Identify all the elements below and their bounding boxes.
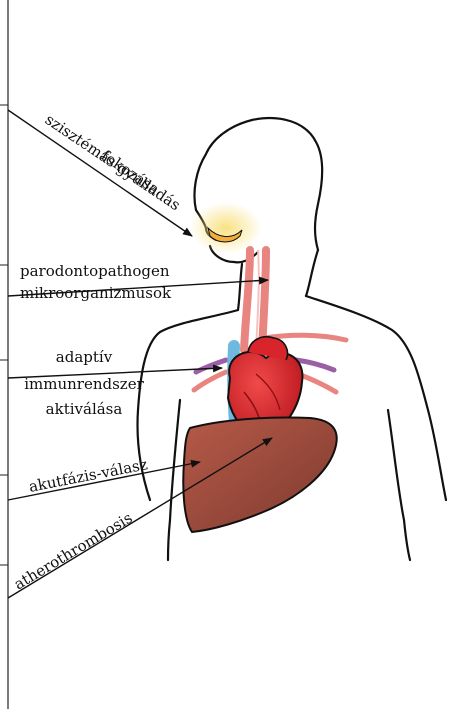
label-activation: aktiválása <box>46 400 123 418</box>
neck-vessels <box>244 250 266 350</box>
liver-icon <box>183 417 336 532</box>
label-acute-phase: akutfázis-válasz <box>27 455 149 496</box>
label-immune-system: immunrendszer <box>24 375 144 393</box>
left-frame <box>0 0 8 709</box>
arrow-systemic-inflammation <box>8 110 192 236</box>
label-adaptive: adaptív <box>56 348 113 366</box>
label-atherothrombosis: atherothrombosis <box>11 509 136 594</box>
label-enhancement: fokozása <box>98 146 163 198</box>
label-parodontopathogen: parodontopathogen <box>20 262 170 280</box>
label-microorganisms: mikroorganizmusok <box>20 284 172 302</box>
